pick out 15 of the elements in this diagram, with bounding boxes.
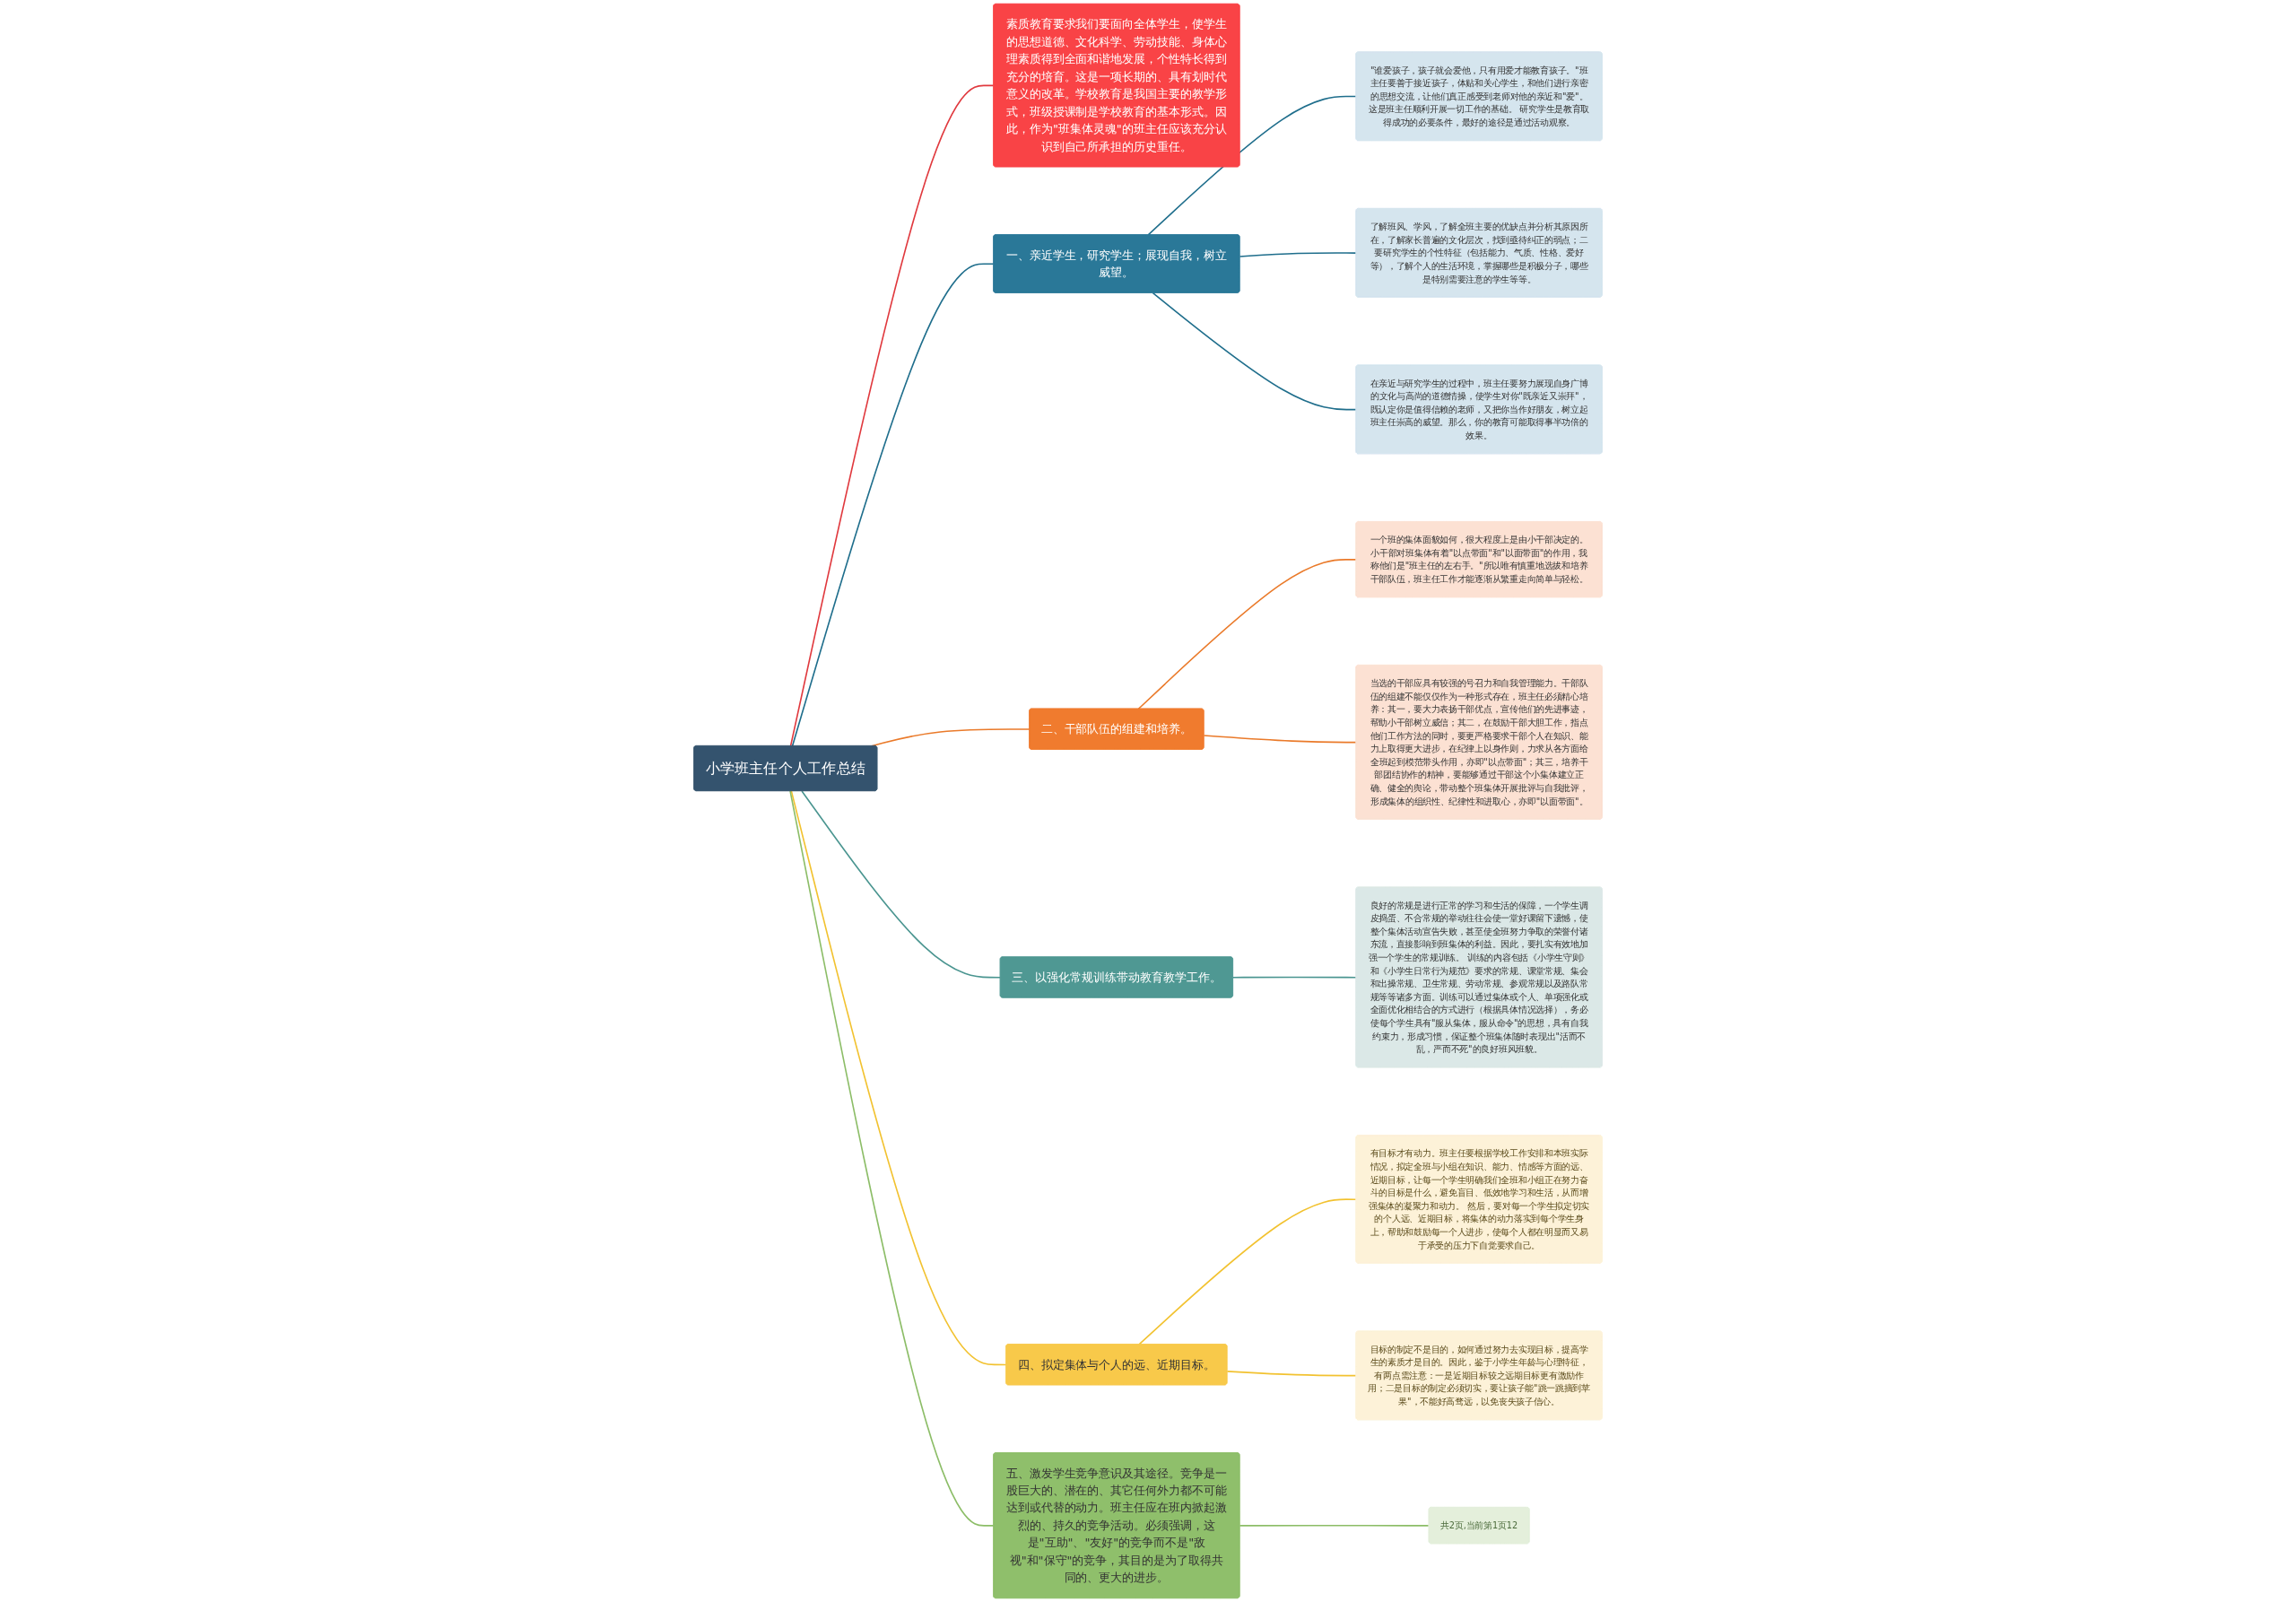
connector <box>789 84 995 747</box>
connector <box>789 790 995 1527</box>
connector <box>801 790 1002 979</box>
connector <box>1232 976 1357 979</box>
connector <box>1226 1371 1357 1377</box>
connector <box>871 728 1031 747</box>
connector <box>1147 95 1357 236</box>
connector <box>1138 1198 1357 1345</box>
connector <box>791 263 995 747</box>
connector <box>790 790 1007 1366</box>
connector <box>1137 559 1357 710</box>
connector <box>1239 1524 1431 1527</box>
connector <box>1239 252 1357 257</box>
connector <box>1152 292 1357 411</box>
connector <box>1203 735 1357 744</box>
